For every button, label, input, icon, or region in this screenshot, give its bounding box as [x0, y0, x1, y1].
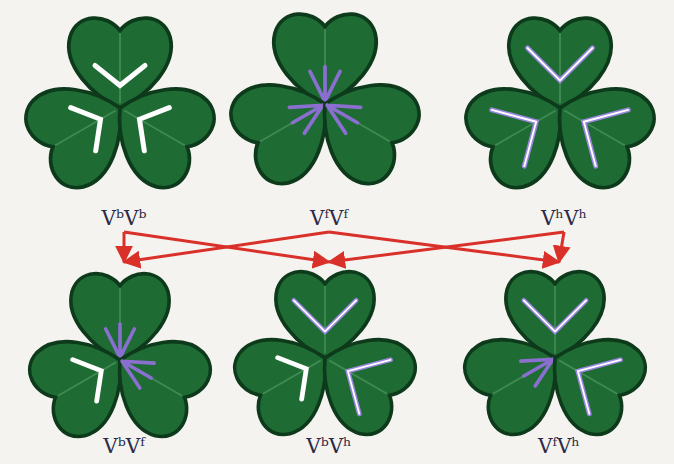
genotype-label: VᵇVᵇ: [30, 206, 218, 230]
genotype-node: VᵇVᶠ: [30, 262, 218, 460]
genotype-label: VᶠVᶠ: [235, 206, 423, 230]
genotype-label: VᵇVᶠ: [30, 434, 218, 458]
genotype-label: VᵇVʰ: [235, 434, 423, 458]
cross-line: [329, 232, 559, 262]
cross-line: [124, 232, 329, 262]
cross-line: [559, 232, 564, 262]
cross-line: [123, 232, 126, 262]
genotype-node: VᵇVᵇ: [30, 20, 218, 232]
cross-line: [329, 232, 564, 262]
genotype-node: VʰVʰ: [470, 20, 658, 232]
genotype-label: VᶠVʰ: [465, 434, 653, 458]
genotype-node: VᵇVʰ: [235, 262, 423, 460]
cross-line: [124, 232, 329, 262]
genotype-label: VʰVʰ: [470, 206, 658, 230]
genotype-node: VᶠVʰ: [465, 262, 653, 460]
genotype-node: VᶠVᶠ: [235, 16, 423, 232]
